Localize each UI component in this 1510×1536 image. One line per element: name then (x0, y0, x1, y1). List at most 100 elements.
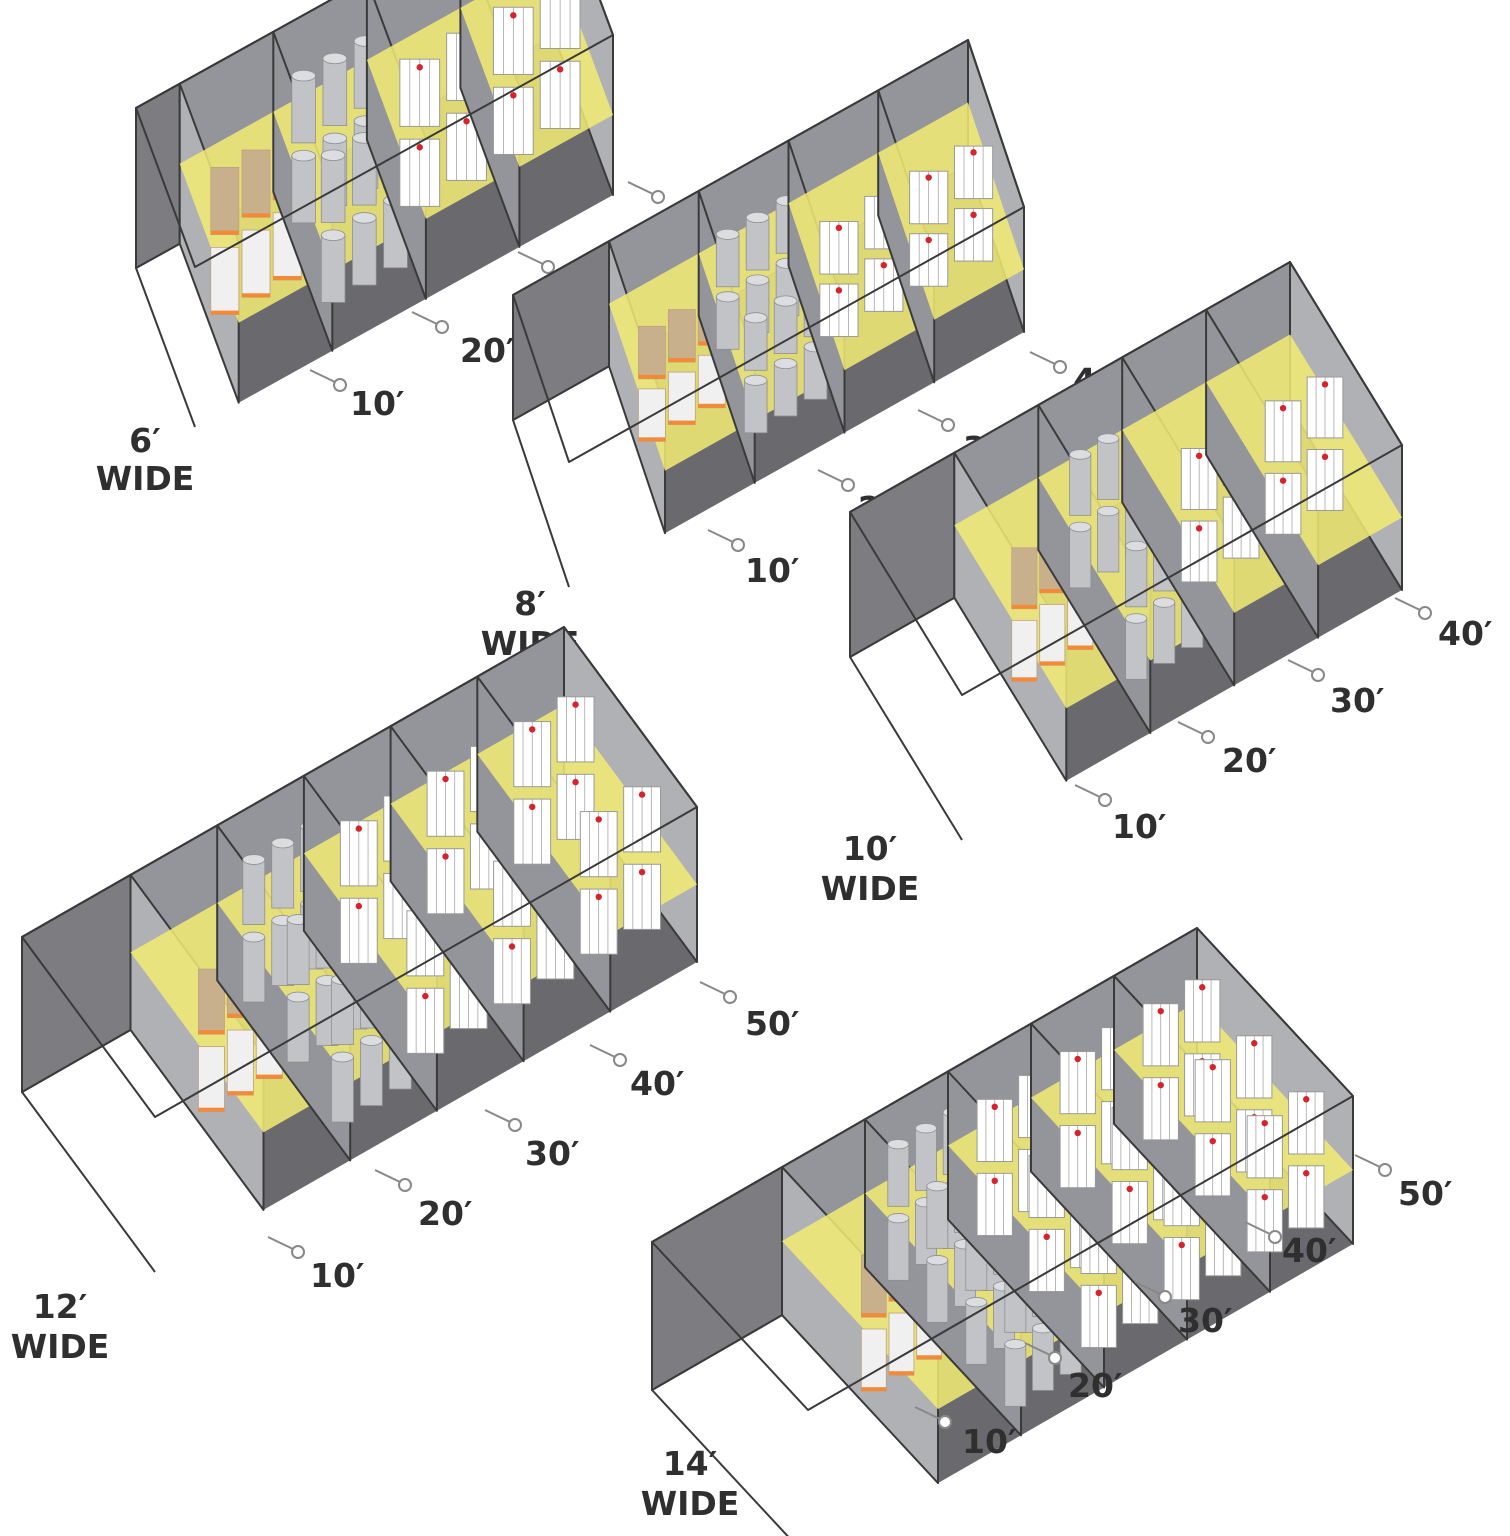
steel-drum-icon (926, 1259, 949, 1323)
left-end-panel (135, 82, 181, 269)
width-label: 12′ (33, 1287, 88, 1326)
steel-drum-icon (715, 233, 740, 288)
pallet-base (1039, 661, 1065, 666)
callout-leader (589, 1044, 616, 1058)
pallet-base (241, 293, 271, 298)
steel-drum-icon (745, 217, 770, 271)
pallet-base (861, 1313, 887, 1318)
steel-drum-icon (887, 1143, 910, 1207)
tote-cap (1261, 1193, 1268, 1201)
pallet-base (668, 420, 696, 425)
pallet-boxes-icon (860, 1328, 887, 1392)
callout-pin-icon (1268, 1230, 1282, 1244)
distance-mark: 30′ (525, 1134, 580, 1173)
callout-leader (699, 981, 726, 995)
drum-lid (1125, 540, 1148, 552)
pallet-base (638, 374, 666, 379)
drum-lid (1097, 505, 1120, 517)
top-edge (21, 626, 698, 1118)
distance-mark: 10′ (962, 1422, 1017, 1461)
callout-leader (1074, 784, 1101, 798)
pallet-base (198, 1107, 225, 1112)
tote-cap (595, 816, 602, 823)
tote-cap (638, 791, 646, 798)
drum-lid (242, 931, 266, 943)
steel-drum-icon (352, 217, 377, 286)
pallet-base (227, 1091, 254, 1096)
steel-drum-icon (320, 154, 346, 223)
drum-lid (291, 149, 316, 162)
steel-drum-icon (242, 859, 266, 925)
drum-lid (745, 211, 770, 224)
steel-drum-icon (331, 1056, 354, 1123)
tote-cap (529, 803, 536, 811)
pallet-boxes-icon (667, 309, 696, 363)
callout-leader (914, 1406, 941, 1420)
steel-drum-icon (322, 57, 348, 126)
drum-lid (965, 1297, 988, 1308)
callout-pin-icon (731, 538, 745, 552)
pallet-boxes-icon (210, 166, 240, 235)
drum-lid (322, 132, 348, 145)
drum-lid (322, 52, 348, 65)
distance-mark: 10′ (310, 1256, 365, 1295)
tote-cap (991, 1103, 998, 1111)
callout-pin-icon (938, 1415, 952, 1429)
drum-lid (1004, 1339, 1027, 1350)
steel-drum-icon (286, 996, 310, 1063)
tote-cap (1251, 1040, 1258, 1047)
containment-shelf (788, 152, 935, 371)
pallet-boxes-icon (638, 325, 666, 380)
tote-cap (442, 775, 449, 783)
tote-cap (835, 224, 843, 232)
tote-cap (529, 726, 536, 733)
distance-mark: 10′ (1112, 807, 1167, 846)
distance-mark: 40′ (1282, 1231, 1337, 1270)
storage-unit-6ft: 10′20′30′40′6′WIDE (96, 0, 730, 498)
tote-cap (510, 12, 517, 19)
top-edge (849, 261, 1403, 696)
width-label: 6′ (129, 421, 161, 460)
tote-cap (1074, 1129, 1081, 1137)
callout-leader (267, 1236, 294, 1250)
pallet-base (889, 1371, 914, 1376)
callout-pin-icon (841, 478, 855, 492)
steel-drum-icon (1004, 1343, 1027, 1407)
storage-unit-12ft: 10′20′30′40′50′12′WIDE (11, 626, 800, 1366)
steel-drum-icon (360, 1040, 383, 1106)
callout-leader (1134, 1281, 1161, 1295)
pallet-base (861, 1387, 887, 1392)
top-edge (512, 39, 1025, 463)
tote-cap (1195, 525, 1203, 532)
distance-mark: 50′ (745, 1004, 800, 1043)
callout-pin-icon (398, 1178, 412, 1192)
tote-cap (1321, 453, 1329, 461)
drum-lid (360, 1035, 383, 1046)
drum-lid (1097, 433, 1120, 444)
pallet-base (1067, 645, 1093, 650)
pallet-base (198, 1030, 225, 1035)
tote-cap (1157, 1007, 1164, 1015)
callout-leader (309, 369, 336, 383)
containment-shelf (1206, 334, 1402, 566)
drum-lid (773, 295, 798, 307)
callout-pin-icon (941, 418, 955, 432)
drum-lid (242, 854, 266, 865)
tote-cap (355, 825, 363, 832)
steel-drum-icon (887, 1217, 910, 1281)
top-edge (651, 927, 1354, 1411)
pallet-base (256, 1074, 283, 1079)
distance-mark: 50′ (1398, 1174, 1453, 1213)
tote-cap (970, 211, 977, 219)
callout-pin-icon (1418, 606, 1432, 620)
front-bottom-edge (21, 1091, 156, 1273)
tote-cap (925, 236, 932, 244)
tote-cap (1279, 477, 1287, 484)
pallet-boxes-icon (1011, 547, 1038, 610)
drum-lid (743, 312, 768, 324)
tote-cap (355, 902, 363, 910)
pallet-base (916, 1355, 942, 1360)
pallet-base (1011, 604, 1037, 609)
top-edge (135, 0, 614, 268)
steel-drum-icon (291, 155, 316, 224)
